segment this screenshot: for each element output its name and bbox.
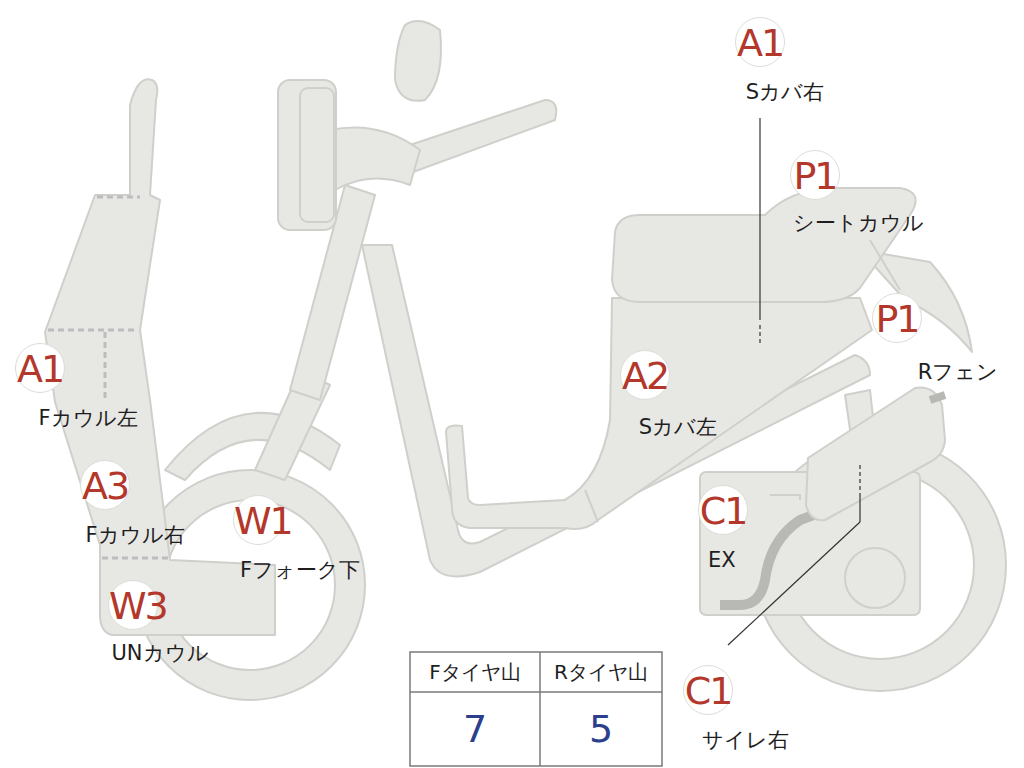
part-name: Sカバ左 — [639, 414, 717, 440]
part-name: Fカウル左 — [38, 405, 137, 431]
callout-number: P1 — [872, 293, 922, 343]
seat — [612, 188, 916, 302]
headlight — [278, 80, 336, 230]
front-fender — [165, 413, 340, 480]
rear-fender — [860, 250, 972, 352]
callout-number: A2 — [620, 350, 670, 400]
damage-callout: P1 シートカウル — [790, 150, 924, 236]
handlebar — [395, 100, 556, 175]
callout-number: W3 — [108, 580, 158, 630]
callout-number: A1 — [735, 17, 785, 67]
table-cell: 5 — [540, 692, 662, 766]
callout-number: A3 — [80, 460, 130, 510]
callout-number: C1 — [698, 485, 748, 535]
table-cell: 7 — [410, 692, 540, 766]
table-cell: Rタイヤ山 — [540, 652, 662, 692]
part-name: シートカウル — [793, 210, 924, 236]
damage-callout: A1Sカバ右 — [735, 17, 824, 105]
damage-callout: C1EX — [698, 485, 748, 573]
damage-callout: C1 サイレ右 — [683, 665, 789, 753]
part-name: サイレ右 — [702, 727, 789, 753]
muffler — [806, 388, 945, 521]
damage-callout: A1Fカウル左 — [15, 343, 138, 431]
callout-number: P1 — [790, 150, 840, 200]
part-name: UNカウル — [111, 640, 208, 666]
damage-callout: A2Sカバ左 — [620, 350, 717, 440]
damage-callout: W3UNカウル — [108, 580, 209, 666]
callout-number: C1 — [683, 665, 733, 715]
part-name: EX — [708, 547, 748, 573]
part-name: Rフェン — [918, 359, 999, 385]
leader-lines — [728, 118, 860, 645]
mirror — [395, 21, 441, 101]
side-cover — [446, 298, 872, 529]
part-name: Sカバ右 — [746, 79, 824, 105]
damage-callout: P1Rフェン — [872, 293, 998, 385]
damage-callout: W1Fフォーク下 — [233, 495, 360, 583]
tire-table — [410, 652, 662, 766]
callout-number: A1 — [15, 343, 65, 393]
callout-number: W1 — [233, 495, 283, 545]
front-cowl — [45, 79, 275, 635]
table-cell: Fタイヤ山 — [410, 652, 540, 692]
part-name: Fフォーク下 — [240, 557, 360, 583]
damage-callout: A3Fカウル右 — [80, 460, 185, 548]
part-name: Fカウル右 — [85, 522, 184, 548]
